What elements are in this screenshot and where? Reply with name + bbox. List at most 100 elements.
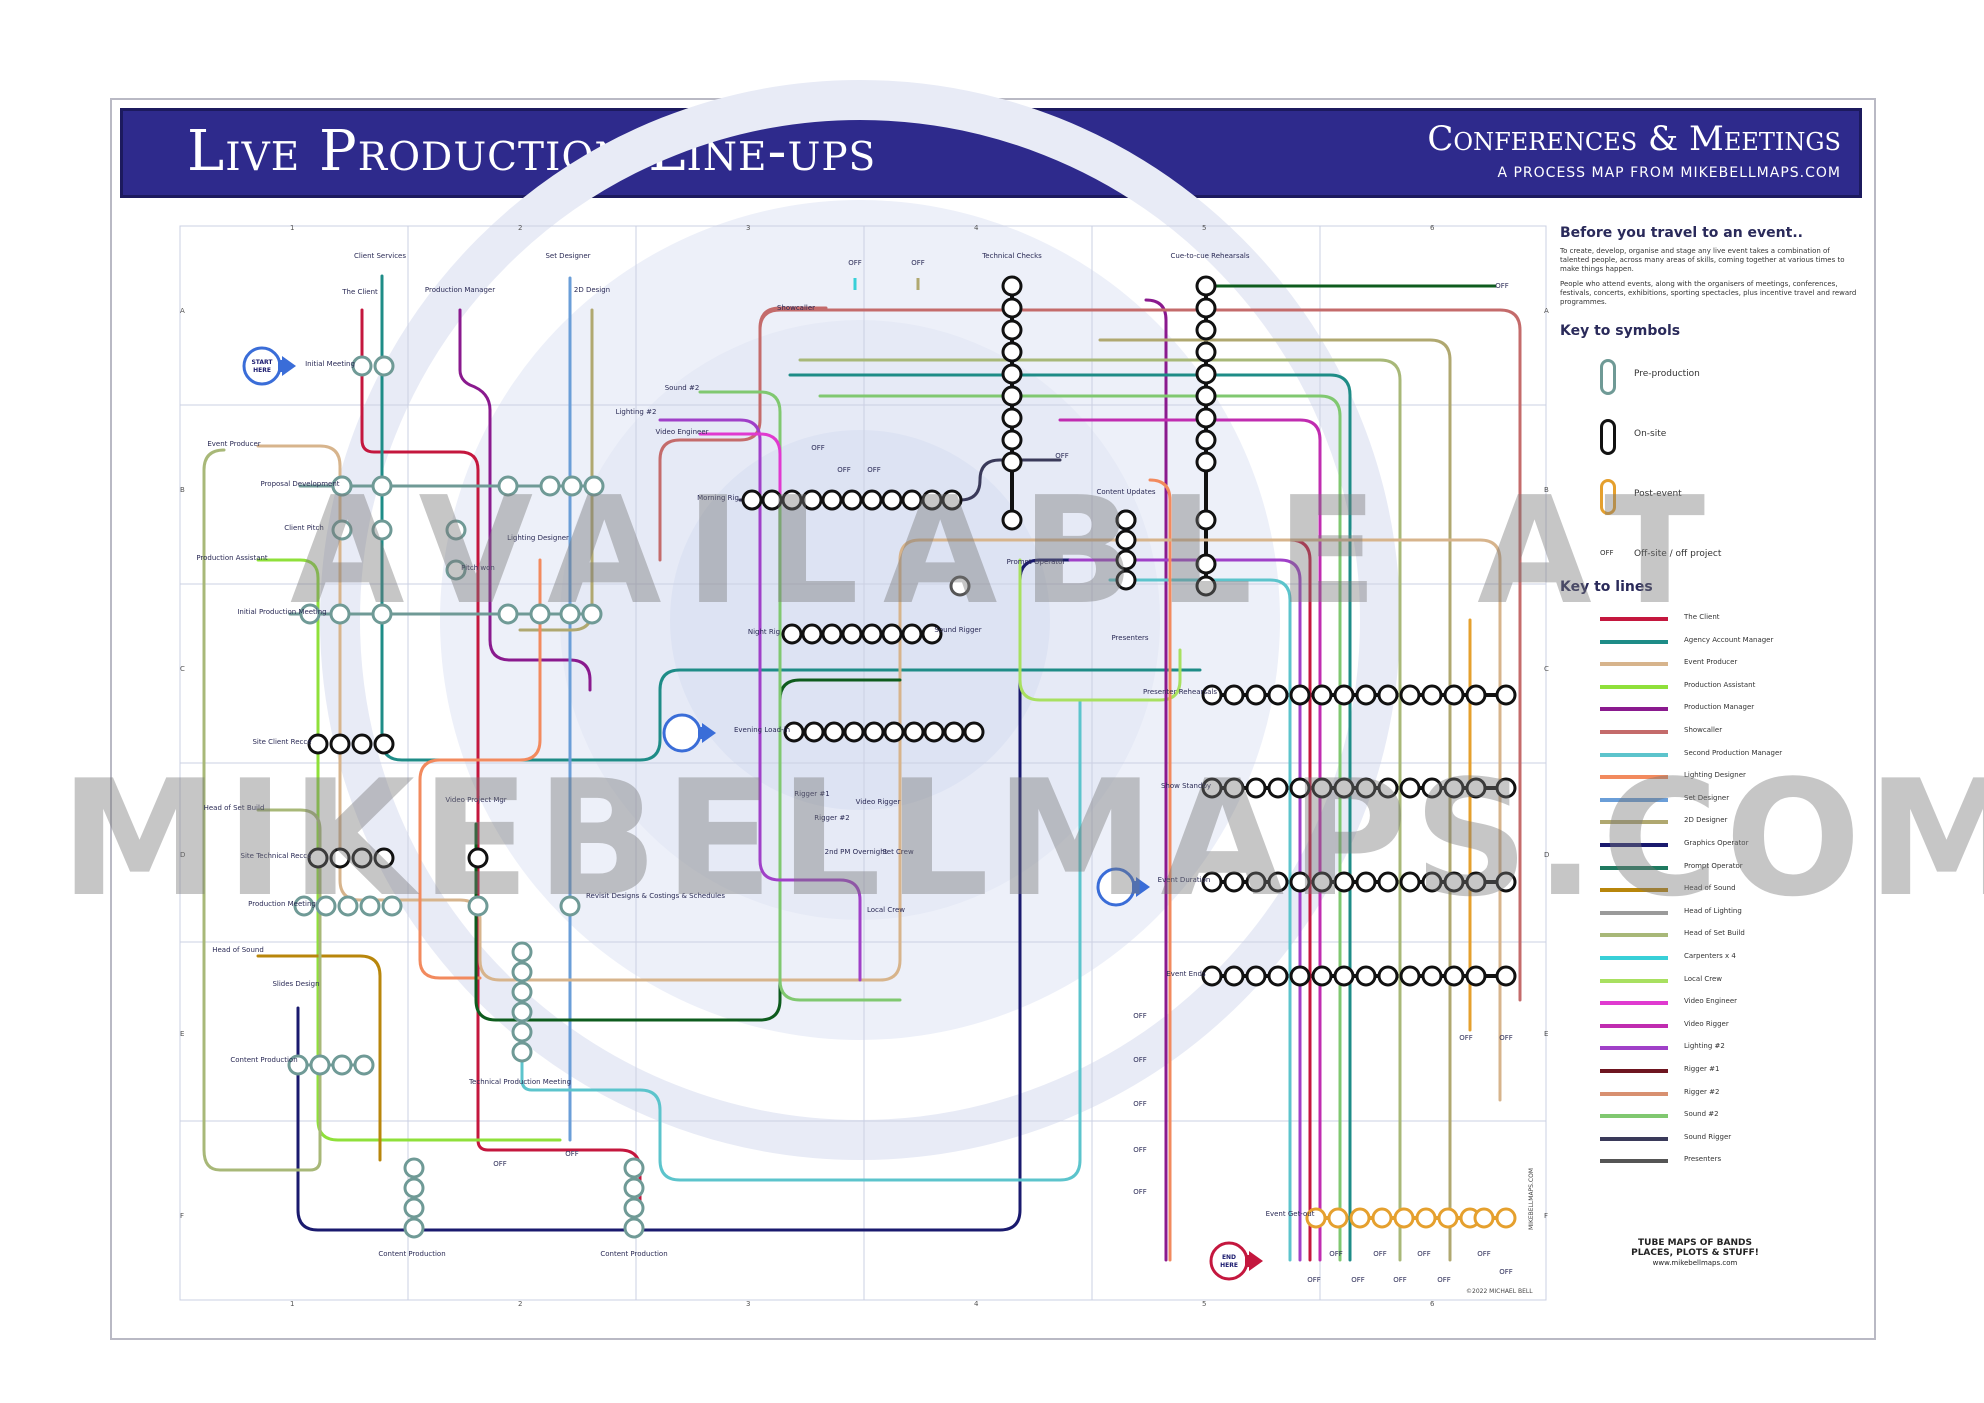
station-ring[interactable] [863,721,885,743]
station-ring[interactable] [801,623,823,645]
station-ring[interactable] [1355,871,1377,893]
station-ring[interactable] [293,895,315,917]
station-ring[interactable] [1001,509,1023,531]
station-ring[interactable] [623,1157,645,1179]
station-ring[interactable] [1399,965,1421,987]
station-ring[interactable] [1333,684,1355,706]
station-ring[interactable] [559,895,581,917]
station-ring[interactable] [781,623,803,645]
station-ring[interactable] [923,721,945,743]
station-ring[interactable] [1195,297,1217,319]
station-ring[interactable] [351,847,373,869]
station-ring[interactable] [1201,777,1223,799]
station-ring[interactable] [1001,341,1023,363]
station-ring[interactable] [497,603,519,625]
station-ring[interactable] [1115,569,1137,591]
station-ring[interactable] [1289,871,1311,893]
station-ring[interactable] [1267,777,1289,799]
station-ring[interactable] [581,603,603,625]
station-ring[interactable] [559,603,581,625]
station-ring[interactable] [331,519,353,541]
station-ring[interactable] [1001,297,1023,319]
station-ring[interactable] [329,603,351,625]
station-ring[interactable] [1443,965,1465,987]
station-ring[interactable] [1195,451,1217,473]
station-ring[interactable] [529,603,551,625]
station-ring[interactable] [1377,684,1399,706]
station-ring[interactable] [1195,275,1217,297]
station-ring[interactable] [337,895,359,917]
station-ring[interactable] [1267,684,1289,706]
station-ring[interactable] [403,1157,425,1179]
station-ring[interactable] [843,721,865,743]
station-ring[interactable] [1327,1207,1349,1229]
station-ring[interactable] [901,623,923,645]
station-ring[interactable] [1421,965,1443,987]
station-ring[interactable] [1465,777,1487,799]
station-ring[interactable] [373,733,395,755]
station-ring[interactable] [1311,684,1333,706]
station-ring[interactable] [1305,1207,1327,1229]
station-ring[interactable] [1289,684,1311,706]
station-ring[interactable] [1443,871,1465,893]
station-ring[interactable] [1001,429,1023,451]
station-ring[interactable] [351,355,373,377]
station-ring[interactable] [1371,1207,1393,1229]
station-ring[interactable] [511,981,533,1003]
start-marker[interactable]: START HERE [242,346,296,386]
station-ring[interactable] [1495,684,1517,706]
station-ring[interactable] [881,623,903,645]
station-ring[interactable] [561,475,583,497]
station-ring[interactable] [381,895,403,917]
station-ring[interactable] [1201,684,1223,706]
station-ring[interactable] [841,489,863,511]
station-ring[interactable] [883,721,905,743]
station-ring[interactable] [373,847,395,869]
station-ring[interactable] [1195,363,1217,385]
site-start-marker[interactable] [662,713,716,753]
station-ring[interactable] [539,475,561,497]
station-ring[interactable] [1195,575,1217,597]
station-ring[interactable] [1267,965,1289,987]
station-ring[interactable] [331,1054,353,1076]
station-ring[interactable] [511,1041,533,1063]
station-ring[interactable] [1415,1207,1437,1229]
station-ring[interactable] [1399,777,1421,799]
station-ring[interactable] [1311,965,1333,987]
station-ring[interactable] [949,575,971,597]
station-ring[interactable] [1473,1207,1495,1229]
station-ring[interactable] [623,1217,645,1239]
station-ring[interactable] [497,475,519,497]
show-start-marker[interactable] [1096,867,1150,907]
station-ring[interactable] [1349,1207,1371,1229]
station-ring[interactable] [1289,777,1311,799]
station-ring[interactable] [861,623,883,645]
station-ring[interactable] [1355,777,1377,799]
station-ring[interactable] [623,1197,645,1219]
station-ring[interactable] [1355,684,1377,706]
station-ring[interactable] [783,721,805,743]
station-ring[interactable] [511,961,533,983]
station-ring[interactable] [371,603,393,625]
station-ring[interactable] [1245,965,1267,987]
station-ring[interactable] [1195,319,1217,341]
station-ring[interactable] [1289,965,1311,987]
station-ring[interactable] [373,355,395,377]
station-ring[interactable] [821,623,843,645]
station-ring[interactable] [1377,965,1399,987]
station-ring[interactable] [307,733,329,755]
station-ring[interactable] [403,1217,425,1239]
station-ring[interactable] [359,895,381,917]
station-ring[interactable] [1201,871,1223,893]
station-ring[interactable] [1399,684,1421,706]
station-ring[interactable] [901,489,923,511]
station-ring[interactable] [1001,275,1023,297]
station-ring[interactable] [403,1177,425,1199]
station-ring[interactable] [903,721,925,743]
station-ring[interactable] [329,733,351,755]
station-ring[interactable] [823,721,845,743]
station-ring[interactable] [821,489,843,511]
station-ring[interactable] [1495,777,1517,799]
station-ring[interactable] [1115,509,1137,531]
station-ring[interactable] [371,475,393,497]
